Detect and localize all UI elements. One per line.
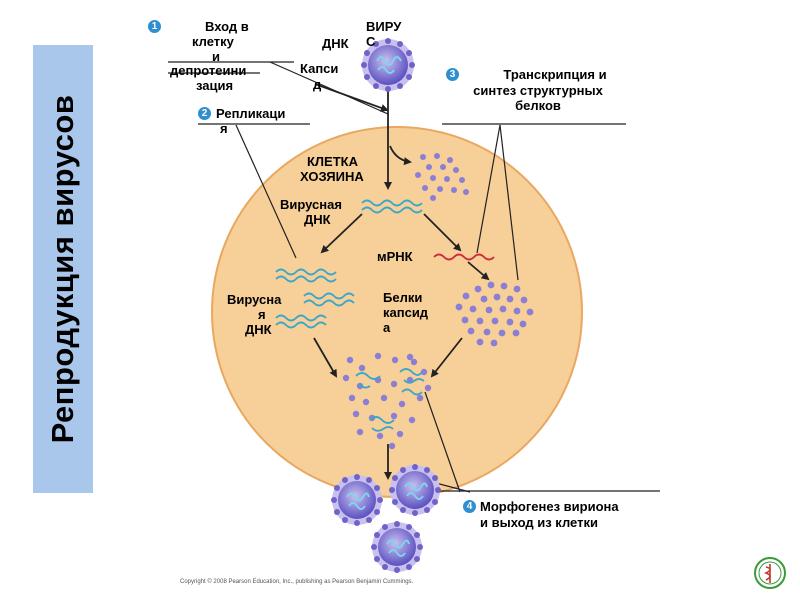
viral-dna-label-line1: Вирусная	[280, 197, 342, 212]
step1-label-line1: Вход в	[205, 19, 249, 34]
capsid-proteins-label-line3: а	[383, 320, 391, 335]
step2-label-line2: я	[220, 121, 228, 136]
mrna-strand	[433, 253, 495, 261]
replicated-dna-label-line1: Вирусна	[227, 292, 282, 307]
virus-label-line1: ВИРУ	[366, 19, 402, 34]
capsid-proteins-cluster	[455, 281, 534, 347]
viral-dna-center	[361, 199, 423, 214]
step1-label-line4: депротеини	[170, 63, 247, 78]
exiting-virion-3	[371, 521, 423, 573]
replicated-viral-dna	[275, 268, 355, 329]
host-cell-label-line2: ХОЗЯИНА	[300, 169, 364, 184]
step4-label-line2: и выход из клетки	[480, 515, 598, 530]
step3-label-line2: синтез структурных	[473, 83, 603, 98]
replicated-dna-label-line2: я	[258, 307, 266, 322]
copyright-note: Copyright © 2008 Pearson Education, Inc.…	[180, 579, 414, 585]
step1-label-line3: и	[212, 49, 220, 64]
capsid-label-line1: Капси	[300, 61, 339, 76]
step-badge-4: 4	[463, 500, 476, 513]
step3-label-line1: Транскрипция и	[503, 67, 607, 82]
step1-label-line2: клетку	[192, 34, 234, 49]
step-badge-1: 1	[148, 20, 161, 33]
capsid-proteins-label-line1: Белки	[383, 290, 423, 305]
medical-emblem-icon	[754, 557, 786, 589]
pointer-lines	[235, 61, 519, 493]
capsid-proteins-label-line2: капсид	[383, 305, 429, 320]
capsid-label-line2: д	[313, 77, 322, 92]
incoming-virion	[361, 38, 415, 92]
virus-label-line2: С	[366, 34, 376, 49]
step-badge-3: 3	[446, 68, 459, 81]
exiting-virion-2	[389, 464, 441, 516]
step4-label-line1: Морфогенез вириона	[480, 499, 619, 514]
viral-dna-label-line2: ДНК	[304, 212, 331, 227]
title-banner	[33, 45, 93, 493]
step2-label-line1: Репликаци	[216, 106, 286, 121]
host-cell-label-line1: КЛЕТКА	[307, 154, 358, 169]
dna-label-top: ДНК	[322, 36, 349, 51]
released-capsid-proteins	[415, 153, 469, 201]
exiting-virion-1	[331, 474, 383, 526]
mrna-label: мРНК	[377, 249, 413, 264]
step1-label-line5: зация	[196, 78, 234, 93]
step3-label-line3: белков	[515, 98, 561, 113]
process-arrows	[313, 83, 490, 480]
replicated-dna-label-line3: ДНК	[245, 322, 272, 337]
step-badge-2: 2	[198, 107, 211, 120]
assembly-region	[342, 352, 432, 450]
